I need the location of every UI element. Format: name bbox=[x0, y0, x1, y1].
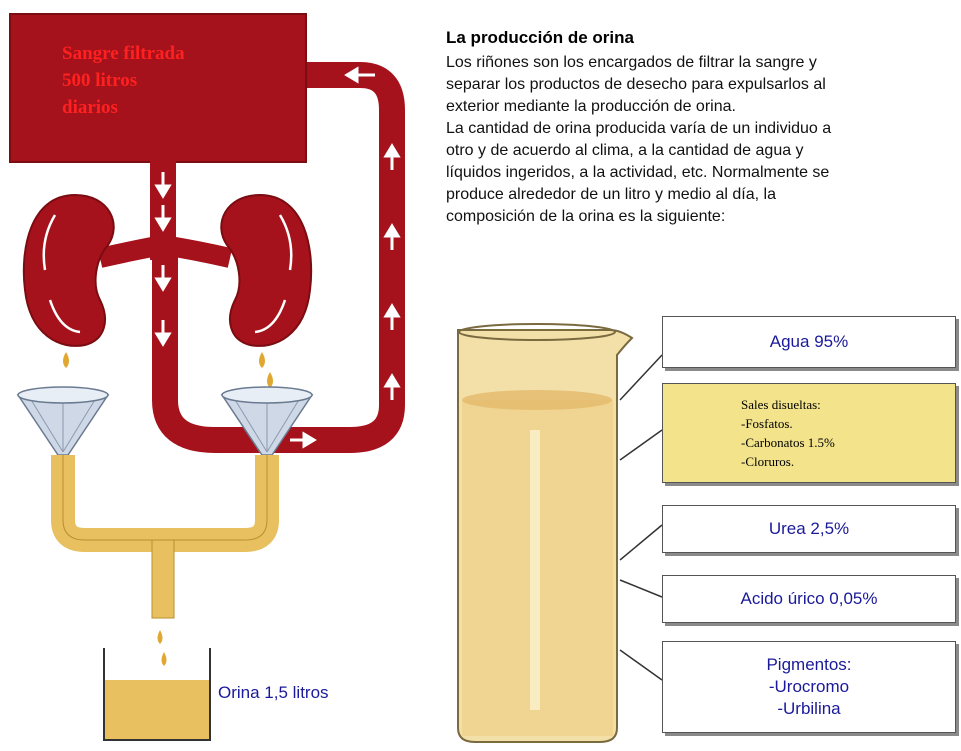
flow-arrows bbox=[154, 66, 401, 449]
collection-beaker bbox=[103, 648, 211, 741]
flow-arrow-icon bbox=[383, 303, 401, 318]
kidney-flow-arrows bbox=[42, 214, 293, 334]
acido-label: Acido úrico 0,05% bbox=[740, 589, 878, 608]
drop-icon bbox=[259, 352, 265, 368]
renal-artery-left bbox=[97, 235, 165, 268]
flow-arrow-icon bbox=[344, 66, 359, 84]
urine-tube-outline bbox=[62, 455, 268, 541]
paragraph-line: composición de la orina es la siguiente: bbox=[446, 208, 726, 225]
cylinder-liquid-surface bbox=[462, 390, 612, 410]
pigmentos-item: -Urbilina bbox=[777, 699, 841, 718]
paragraph-line: otro y de acuerdo al clima, a la cantida… bbox=[446, 142, 804, 159]
flow-arrow-icon bbox=[383, 223, 401, 238]
urea-box: Urea 2,5% bbox=[662, 505, 956, 553]
filter-funnel-icon bbox=[16, 386, 110, 456]
sales-box: Sales disueltas: -Fosfatos. -Carbonatos … bbox=[662, 383, 956, 483]
kidney-left bbox=[22, 193, 115, 347]
paragraph-line: líquidos ingeridos, a la actividad, etc.… bbox=[446, 164, 830, 181]
blood-label-line: diarios bbox=[62, 97, 118, 118]
cylinder-highlight bbox=[530, 430, 540, 710]
blood-label-line: Sangre filtrada bbox=[62, 43, 185, 64]
blood-return-vessel bbox=[152, 62, 405, 453]
flow-arrow-icon bbox=[154, 277, 172, 292]
urine-outlet bbox=[151, 539, 175, 619]
flow-arrow-icon bbox=[254, 299, 287, 334]
kidney-right bbox=[220, 193, 313, 347]
flow-arrow-icon bbox=[383, 143, 401, 158]
pigmentos-item: -Urocromo bbox=[768, 677, 850, 696]
paragraph-line: Los riñones son los encargados de filtra… bbox=[446, 54, 817, 71]
flow-arrow-icon bbox=[278, 214, 293, 271]
urine-volume-label: Orina 1,5 litros bbox=[218, 683, 329, 702]
cylinder-rim bbox=[458, 323, 616, 341]
paragraph-line: produce alrededor de un litro y medio al… bbox=[446, 186, 776, 203]
sales-item: -Cloruros. bbox=[741, 454, 795, 469]
flow-arrow-icon bbox=[302, 431, 317, 449]
agua-label: Agua 95% bbox=[769, 332, 849, 351]
pigmentos-box: Pigmentos: -Urocromo -Urbilina bbox=[662, 641, 956, 733]
paragraph-line: exterior mediante la producción de orina… bbox=[446, 98, 736, 115]
blood-label: Sangre filtrada 500 litros diarios bbox=[62, 40, 362, 121]
agua-box: Agua 95% bbox=[662, 316, 956, 368]
sales-item: -Carbonatos 1.5% bbox=[741, 435, 835, 450]
drop-icon bbox=[267, 372, 273, 388]
blood-label-line: 500 litros bbox=[62, 70, 138, 91]
connector-lines bbox=[619, 354, 663, 681]
flow-arrow-icon bbox=[154, 217, 172, 232]
renal-artery-right bbox=[161, 235, 233, 268]
article-paragraph-1: Los riñones son los encargados de filtra… bbox=[446, 52, 961, 118]
drop-icon bbox=[157, 630, 163, 644]
urea-label: Urea 2,5% bbox=[768, 519, 850, 538]
pigmentos-label: Pigmentos: bbox=[766, 655, 852, 674]
sales-label: Sales disueltas: bbox=[741, 397, 821, 412]
article-paragraph-2: La cantidad de orina producida varía de … bbox=[446, 118, 961, 228]
flow-arrow-icon bbox=[154, 184, 172, 199]
flow-arrow-icon bbox=[42, 214, 57, 271]
paragraph-line: La cantidad de orina producida varía de … bbox=[446, 120, 832, 137]
flow-arrow-icon bbox=[48, 299, 81, 334]
drop-icon bbox=[63, 352, 69, 368]
paragraph-line: separar los productos de desecho para ex… bbox=[446, 76, 826, 93]
collection-beaker-liquid bbox=[104, 680, 210, 740]
flow-arrow-icon bbox=[383, 373, 401, 388]
sales-item: -Fosfatos. bbox=[741, 416, 793, 431]
urine-tube bbox=[51, 455, 279, 552]
article-title: La producción de orina bbox=[446, 28, 634, 47]
drop-icon bbox=[161, 652, 167, 666]
flow-arrow-icon bbox=[154, 332, 172, 347]
acido-box: Acido úrico 0,05% bbox=[662, 575, 956, 623]
